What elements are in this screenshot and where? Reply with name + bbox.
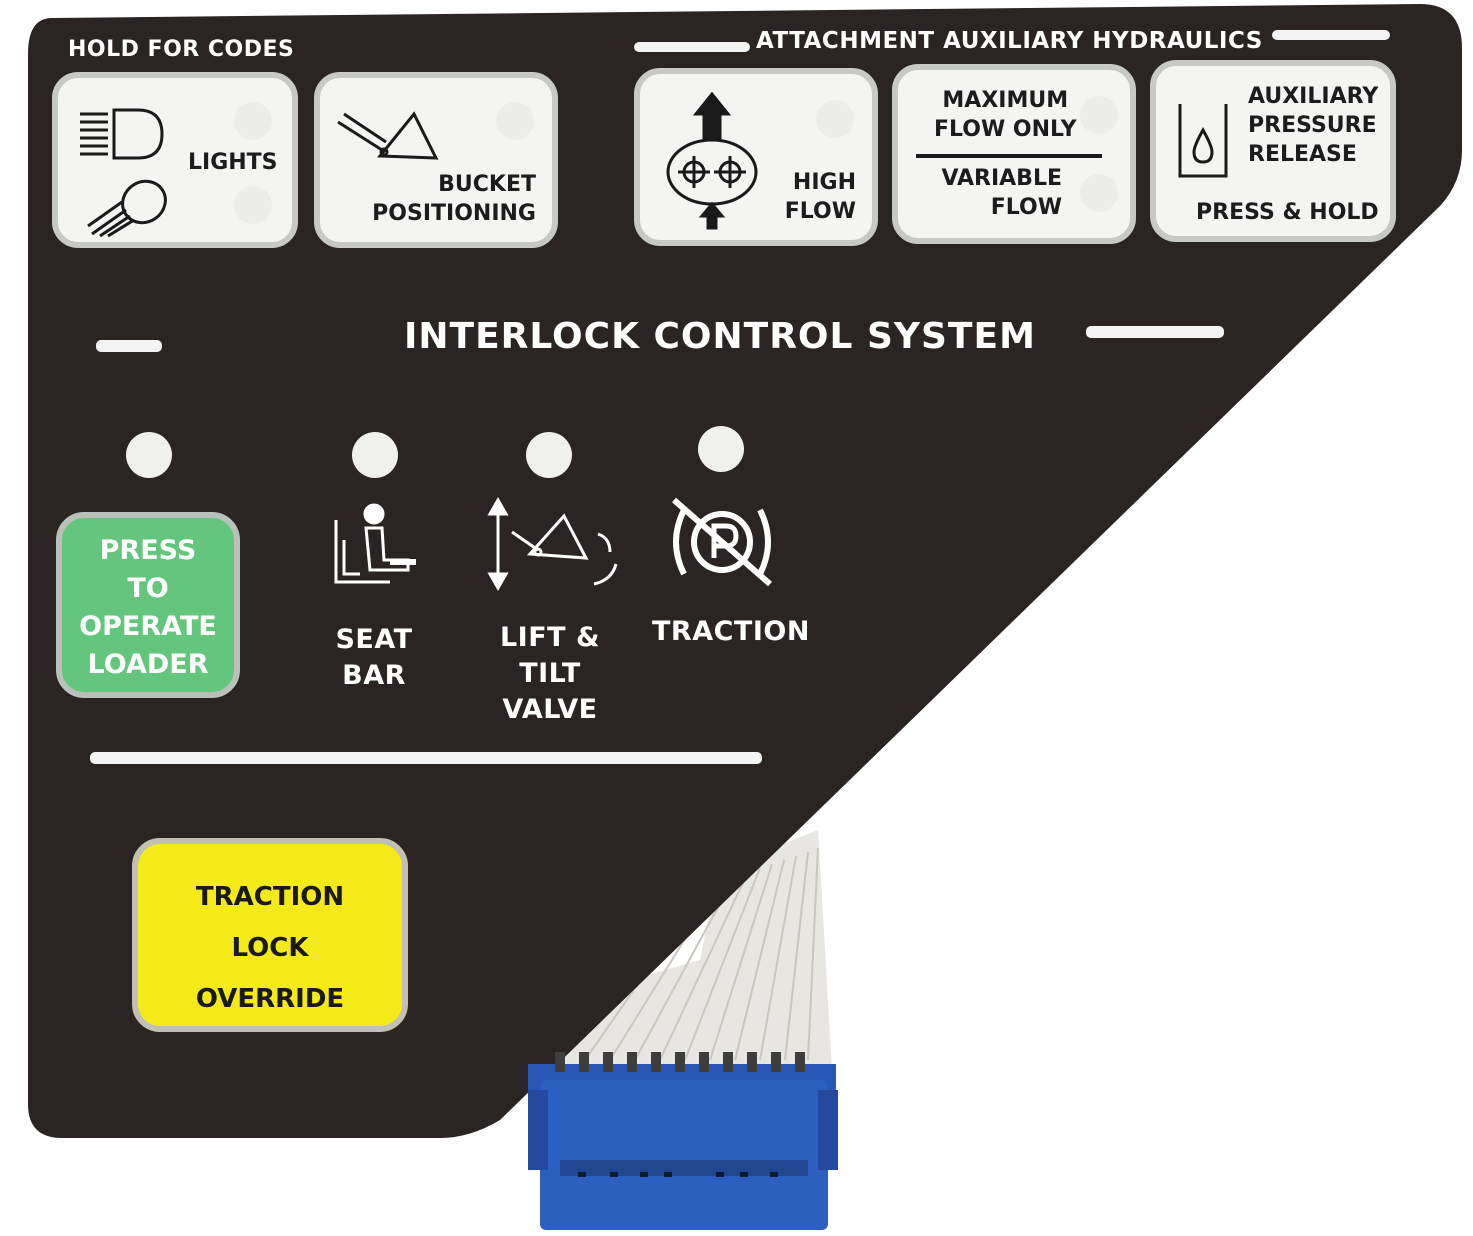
traction-label: TRACTION bbox=[652, 616, 810, 647]
aux-pressure-label: AUXILIARY PRESSURE RELEASE bbox=[1248, 84, 1379, 168]
seat-bar-led bbox=[352, 432, 398, 478]
interlock-title: INTERLOCK CONTROL SYSTEM bbox=[404, 316, 1036, 357]
work-light-icon bbox=[87, 179, 167, 238]
operate-label: PRESS TO OPERATE LOADER bbox=[79, 535, 217, 680]
hydraulic-pump-icon bbox=[666, 92, 758, 230]
aux-hydraulics-heading: ATTACHMENT AUXILIARY HYDRAULICS bbox=[756, 28, 1263, 54]
bucket-label: BUCKET POSITIONING bbox=[372, 172, 536, 227]
lights-led-top bbox=[234, 102, 272, 140]
headlight-icon bbox=[80, 108, 164, 160]
connector bbox=[528, 1052, 838, 1230]
lift-tilt-label: LIFT & TILT VALVE bbox=[499, 622, 601, 725]
press-to-operate-loader-button[interactable]: PRESS TO OPERATE LOADER bbox=[56, 512, 240, 698]
lower-separator-bar bbox=[90, 752, 762, 764]
variable-flow-label: VARIABLE FLOW bbox=[941, 166, 1062, 221]
maximum-flow-label: MAXIMUM FLOW ONLY bbox=[934, 88, 1077, 143]
aux-heading-bar-left bbox=[634, 42, 750, 52]
operate-led bbox=[126, 432, 172, 478]
lights-label: LIGHTS bbox=[188, 150, 278, 175]
lift-tilt-led bbox=[526, 432, 572, 478]
high-flow-led bbox=[816, 100, 854, 138]
high-flow-label: HIGH FLOW bbox=[784, 170, 856, 225]
lights-button[interactable]: LIGHTS bbox=[52, 72, 298, 248]
seat-bar-icon bbox=[334, 503, 416, 584]
hold-for-codes-heading: HOLD FOR CODES bbox=[68, 37, 295, 62]
aux-heading-bar-right bbox=[1272, 30, 1390, 40]
bucket-positioning-button[interactable]: BUCKET POSITIONING bbox=[314, 72, 558, 248]
interlock-bar-left bbox=[96, 340, 162, 352]
fluid-drop-icon bbox=[1178, 104, 1228, 178]
lights-led-bottom bbox=[234, 186, 272, 224]
high-flow-button[interactable]: HIGH FLOW bbox=[634, 68, 878, 246]
maximum-flow-led bbox=[1080, 96, 1118, 134]
interlock-bar-right bbox=[1086, 326, 1224, 338]
traction-lock-override-button[interactable]: TRACTION LOCK OVERRIDE bbox=[132, 838, 408, 1032]
flow-mode-divider bbox=[916, 154, 1102, 158]
traction-led bbox=[698, 426, 744, 472]
bucket-led bbox=[496, 102, 534, 140]
bucket-icon bbox=[337, 111, 439, 160]
override-label: TRACTION LOCK OVERRIDE bbox=[195, 882, 345, 1014]
lift-tilt-icon bbox=[487, 496, 618, 592]
seat-bar-label: SEAT BAR bbox=[335, 624, 413, 691]
aux-pressure-release-button[interactable]: AUXILIARY PRESSURE RELEASE PRESS & HOLD bbox=[1150, 60, 1396, 242]
variable-flow-led bbox=[1080, 174, 1118, 212]
press-and-hold-label: PRESS & HOLD bbox=[1196, 200, 1379, 225]
flow-mode-button[interactable]: MAXIMUM FLOW ONLY VARIABLE FLOW bbox=[892, 64, 1136, 244]
parking-brake-icon bbox=[672, 497, 772, 587]
